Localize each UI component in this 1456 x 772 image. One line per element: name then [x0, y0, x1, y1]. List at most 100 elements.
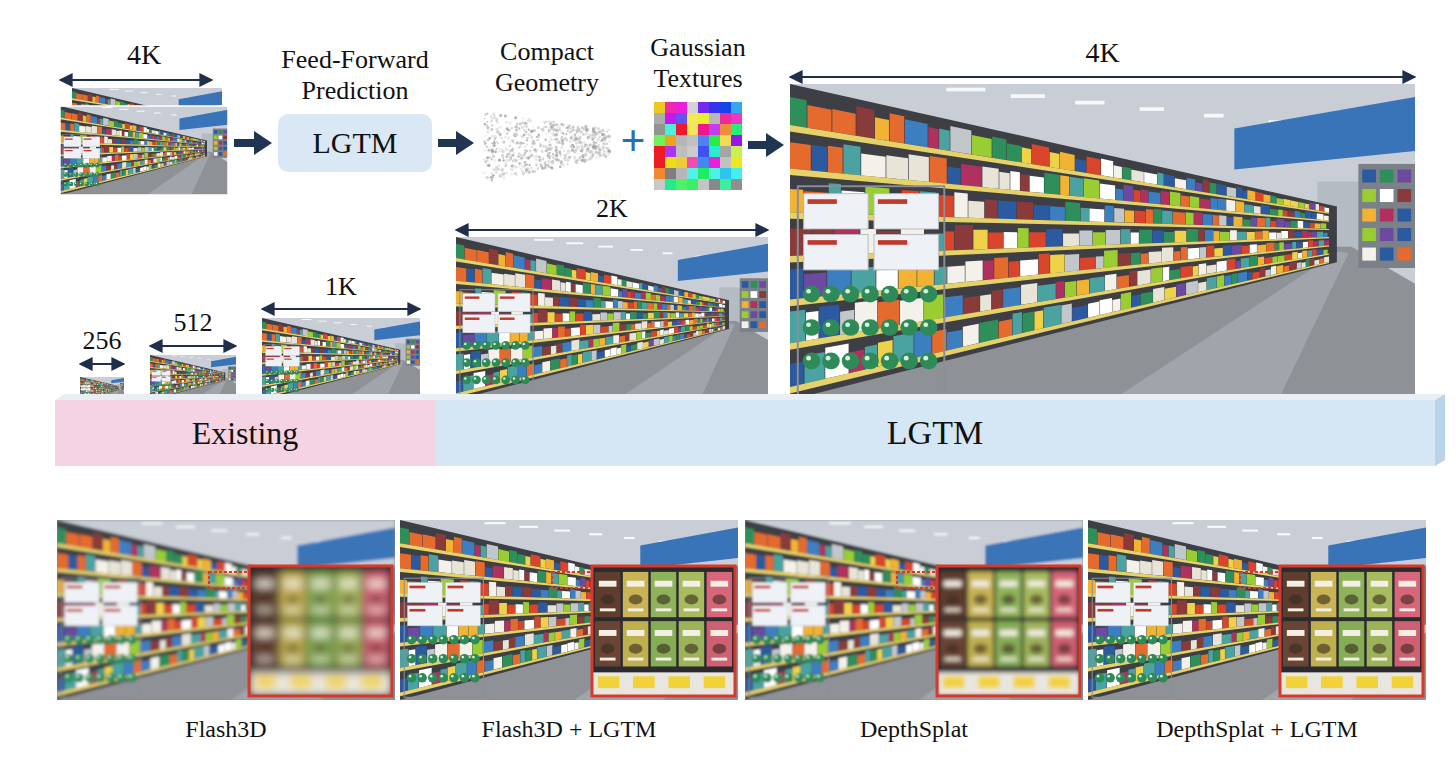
geometry-point	[514, 172, 517, 175]
geometry-point	[491, 143, 493, 145]
geometry-point	[540, 142, 542, 144]
geometry-point	[534, 142, 536, 144]
texture-cell	[720, 113, 731, 124]
geometry-point	[512, 153, 514, 155]
geometry-point	[514, 116, 517, 119]
geometry-point	[564, 123, 566, 125]
geometry-point	[577, 153, 579, 155]
geometry-point	[567, 163, 569, 165]
geometry-figure: Compact Geometry	[480, 108, 614, 184]
geometry-point	[490, 148, 493, 151]
geometry-point	[524, 145, 527, 148]
panel-caption: DepthSplat	[860, 716, 968, 744]
geometry-point	[498, 133, 501, 136]
geometry-point	[502, 140, 505, 143]
panel-caption: DepthSplat + LGTM	[1156, 716, 1358, 744]
geometry-point	[589, 150, 592, 153]
texture-cell	[665, 146, 676, 157]
geometry-point	[530, 152, 532, 154]
zoom-backdrop	[937, 566, 1080, 696]
geometry-point	[574, 151, 576, 153]
geometry-point	[604, 134, 606, 136]
geometry-point	[571, 136, 573, 138]
geometry-point	[519, 158, 521, 160]
geometry-point	[538, 158, 540, 160]
geometry-point	[496, 141, 498, 143]
geometry-point	[501, 172, 504, 175]
geometry-point	[569, 146, 571, 148]
geometry-point	[483, 171, 486, 174]
geometry-point	[602, 142, 605, 145]
geometry-point	[595, 148, 597, 150]
texture-cell	[676, 179, 687, 190]
texture-cell	[687, 135, 698, 146]
geometry-point	[520, 154, 522, 156]
geometry-point	[563, 150, 565, 152]
geometry-point	[534, 167, 536, 169]
geometry-point	[586, 159, 588, 161]
geometry-point	[491, 124, 493, 126]
geometry-point	[604, 131, 605, 132]
geometry-point	[484, 142, 486, 144]
geometry-point	[491, 117, 494, 120]
geometry-point	[601, 129, 604, 132]
dimension-line	[150, 345, 236, 347]
geometry-point	[519, 145, 521, 147]
geometry-point	[544, 122, 545, 123]
geometry-point	[515, 129, 518, 132]
geometry-point	[581, 147, 582, 148]
geometry-point	[533, 170, 536, 173]
texture-cell	[731, 179, 742, 190]
geometry-point	[526, 137, 528, 139]
geometry-point	[499, 148, 503, 152]
geometry-point	[570, 131, 572, 133]
band-side	[1435, 394, 1445, 466]
zoom-photo-group	[1280, 566, 1423, 696]
geometry-point	[572, 128, 574, 130]
geometry-point	[497, 164, 500, 167]
geometry-point	[484, 113, 487, 116]
geometry-point	[540, 160, 542, 162]
texture-cell	[720, 102, 731, 113]
texture-cell	[665, 157, 676, 168]
geometry-point	[551, 147, 553, 149]
texture-cell	[665, 179, 676, 190]
texture-cell	[709, 179, 720, 190]
geometry-point	[574, 136, 575, 137]
geometry-point	[508, 116, 509, 117]
geometry-point	[550, 124, 552, 126]
geometry-point	[525, 168, 528, 171]
panel-caption: Flash3D + LGTM	[482, 716, 657, 744]
geometry-point	[564, 160, 566, 162]
geometry-point	[597, 155, 599, 157]
panel-backdrop	[745, 520, 1083, 700]
geometry-point	[505, 122, 507, 124]
texture-cell	[698, 135, 709, 146]
geometry-point	[506, 163, 508, 165]
geometry-point	[513, 134, 517, 138]
geometry-point	[594, 136, 597, 139]
geometry-point	[494, 150, 497, 153]
output-image: 4K	[790, 84, 1415, 400]
photo-512	[150, 355, 236, 400]
geometry-point	[505, 127, 508, 130]
geometry-point	[609, 129, 610, 130]
geometry-point	[570, 136, 573, 139]
geometry-point	[492, 144, 495, 147]
geometry-point	[602, 155, 604, 157]
geometry-point	[501, 154, 504, 157]
geometry-point	[569, 127, 572, 130]
geometry-point	[486, 146, 488, 148]
texture-cell	[676, 168, 687, 179]
geometry-point	[526, 134, 528, 136]
geometry-point	[567, 127, 568, 128]
dimension-line	[790, 76, 1415, 78]
geometry-point	[491, 179, 493, 181]
geometry-point	[560, 149, 562, 151]
geometry-point	[565, 133, 567, 135]
geometry-point	[561, 139, 564, 142]
geometry-point	[502, 176, 505, 179]
geometry-point	[589, 143, 592, 146]
dimension-line	[262, 308, 420, 310]
geometry-point	[544, 139, 547, 142]
